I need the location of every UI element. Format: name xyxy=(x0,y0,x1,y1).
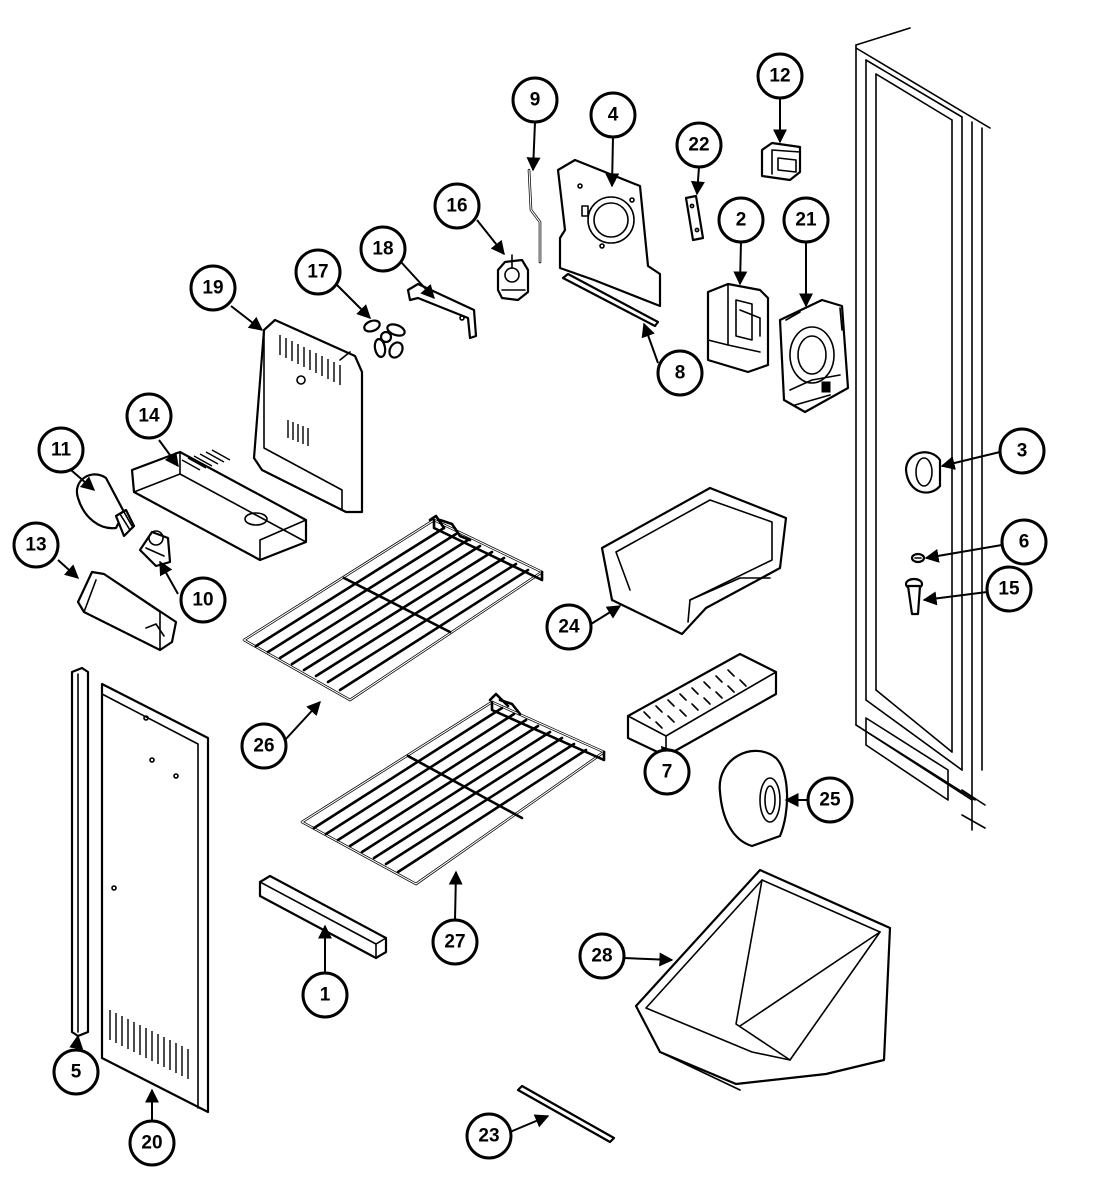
callout-label: 23 xyxy=(478,1126,499,1147)
callout-label: 26 xyxy=(253,736,274,757)
callout-label: 12 xyxy=(769,66,790,87)
part-2-housing xyxy=(706,282,770,374)
callout-label: 18 xyxy=(372,239,393,260)
part-17-fan-blade xyxy=(363,319,406,359)
callout-28: 28 xyxy=(578,932,626,980)
callout-7: 7 xyxy=(643,748,691,796)
callout-21: 21 xyxy=(782,196,830,244)
part-21-fan-shroud xyxy=(778,298,850,414)
callout-label: 9 xyxy=(530,90,541,111)
callout-3: 3 xyxy=(998,427,1046,475)
callout-13: 13 xyxy=(12,521,60,569)
part-20-liner-panel xyxy=(100,682,210,1114)
callout-24: 24 xyxy=(545,603,593,651)
part-7-ice-tray xyxy=(626,652,778,758)
callout-15: 15 xyxy=(985,565,1033,613)
part-28-crisper xyxy=(634,868,892,1091)
part-26-wire-shelf xyxy=(242,514,544,702)
part-9-wire xyxy=(527,168,542,264)
callout-2: 2 xyxy=(717,196,765,244)
part-5-trim-strip xyxy=(70,666,90,1038)
part-25-dome-cover xyxy=(718,749,789,848)
part-10-socket xyxy=(138,530,172,568)
callout-18: 18 xyxy=(359,225,407,273)
part-4-plate xyxy=(556,158,662,308)
callout-25: 25 xyxy=(806,776,854,824)
callout-label: 25 xyxy=(819,790,841,811)
part-27-wire-shelf xyxy=(300,692,606,886)
callout-22: 22 xyxy=(675,121,723,169)
part-3-insert xyxy=(904,451,942,494)
callout-label: 27 xyxy=(444,932,465,953)
callout-label: 1 xyxy=(320,985,331,1006)
part-15-stud xyxy=(904,577,924,616)
callout-14: 14 xyxy=(125,392,173,440)
callout-label: 24 xyxy=(558,617,580,638)
callout-label: 6 xyxy=(1019,532,1030,553)
part-22-bracket xyxy=(684,194,705,242)
callout-23: 23 xyxy=(465,1112,513,1160)
part-16-motor xyxy=(496,254,530,302)
part-13-light-shield xyxy=(76,570,178,652)
callout-label: 11 xyxy=(51,440,72,461)
callout-label: 14 xyxy=(138,406,160,427)
part-23-strip xyxy=(516,1084,616,1144)
part-12-switch xyxy=(760,141,802,182)
callout-4: 4 xyxy=(589,91,637,139)
part-1-rail xyxy=(258,874,388,960)
callout-8: 8 xyxy=(656,349,704,397)
callout-6: 6 xyxy=(1000,518,1048,566)
callout-label: 22 xyxy=(688,135,709,156)
callout-label: 4 xyxy=(608,105,619,126)
callout-10: 10 xyxy=(179,576,227,624)
callout-9: 9 xyxy=(511,76,559,124)
callout-11: 11 xyxy=(37,426,85,474)
cabinet-frame xyxy=(855,27,991,831)
callout-label: 13 xyxy=(25,535,46,556)
callout-1: 1 xyxy=(301,971,349,1019)
callout-label: 15 xyxy=(998,579,1020,600)
callout-label: 8 xyxy=(675,363,686,384)
callout-label: 16 xyxy=(446,196,467,217)
callout-5: 5 xyxy=(52,1048,100,1096)
callout-17: 17 xyxy=(294,248,342,296)
part-19-cover xyxy=(252,318,364,514)
callout-20: 20 xyxy=(128,1119,176,1167)
part-24-bin xyxy=(600,486,788,636)
callout-12: 12 xyxy=(756,52,804,100)
part-8-rod xyxy=(561,272,660,328)
callout-19: 19 xyxy=(189,264,237,312)
callout-16: 16 xyxy=(433,182,481,230)
callout-26: 26 xyxy=(240,722,288,770)
part-14-light-housing xyxy=(130,449,308,562)
callout-label: 5 xyxy=(71,1062,82,1083)
callout-label: 10 xyxy=(192,590,213,611)
part-18-bracket xyxy=(406,282,478,340)
callout-label: 19 xyxy=(202,278,223,299)
leader-lines xyxy=(57,97,1003,1133)
callout-label: 17 xyxy=(307,262,328,283)
part-6-screw xyxy=(910,552,926,564)
callout-label: 28 xyxy=(591,946,612,967)
callout-label: 3 xyxy=(1017,441,1028,462)
callout-27: 27 xyxy=(431,918,479,966)
callout-label: 7 xyxy=(662,762,673,783)
callout-label: 2 xyxy=(736,210,747,231)
callout-label: 20 xyxy=(141,1133,162,1154)
callout-label: 21 xyxy=(795,210,817,231)
